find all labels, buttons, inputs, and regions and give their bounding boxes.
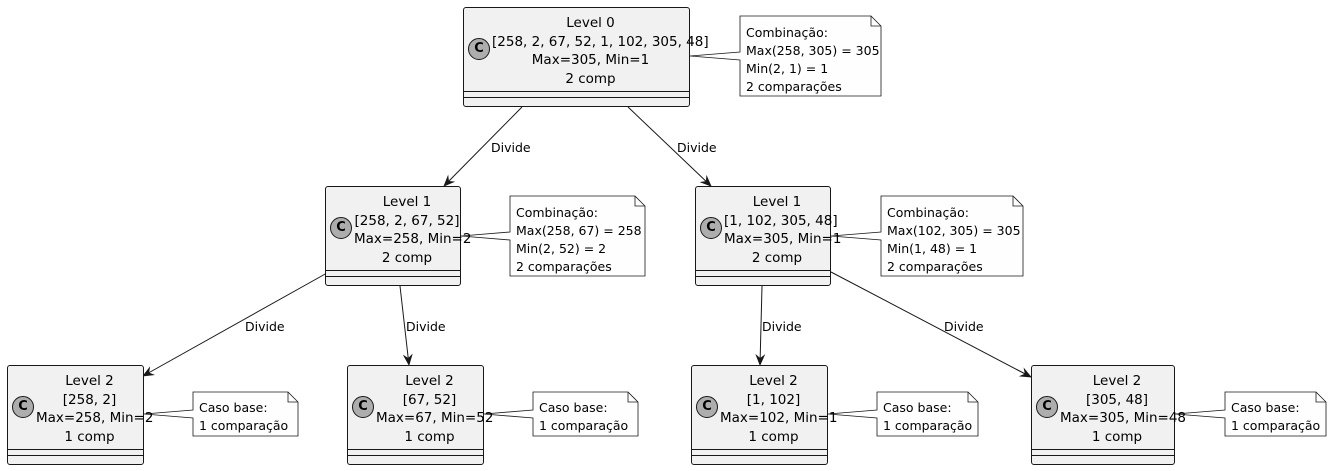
node-title: Level 1 <box>752 194 802 210</box>
class-c-icon: C <box>468 38 490 60</box>
note-fold-corner <box>967 392 978 403</box>
note-level-1-right-combination: Combinação:Max(102, 305) = 305 Min(1, 48… <box>887 205 1021 274</box>
node-array: [305, 48] <box>1085 391 1149 408</box>
divider <box>464 97 689 98</box>
node-level-2-d[interactable]: C Level 2 [305, 48] Max=305, Min=48 1 co… <box>1031 365 1187 465</box>
node-level-0[interactable]: C Level 0 [258, 2, 67, 52, 1, 102, 305, … <box>463 7 709 107</box>
divider <box>1032 455 1174 456</box>
node-title: Level 2 <box>65 373 114 389</box>
node-level-2-c[interactable]: C Level 2 [1, 102] Max=102, Min=1 1 comp <box>691 365 838 465</box>
node-title: Level 2 <box>1092 373 1142 389</box>
node-comparisons: 2 comp <box>381 250 433 267</box>
note-box-level-2-c <box>827 391 979 437</box>
class-c-icon: C <box>1036 396 1058 418</box>
divider <box>464 91 689 92</box>
divider <box>348 449 483 450</box>
edge-label-divide: Divide <box>677 140 717 155</box>
edge-label-divide: Divide <box>406 319 446 334</box>
note-box-level-1-right <box>830 195 1024 277</box>
note-box-level-1-left <box>460 195 646 277</box>
class-c-icon: C <box>700 217 722 239</box>
divider <box>1032 449 1174 450</box>
node-comparisons: 1 comp <box>1091 429 1143 446</box>
node-title: Level 2 <box>749 373 798 389</box>
node-maxmin: Max=258, Min=2 <box>36 410 154 427</box>
note-fold-corner <box>287 392 298 403</box>
note-level-0-combination: Combinação:Max(258, 305) = 305 Min(2, 1)… <box>746 25 880 94</box>
note-box-level-2-a <box>143 391 299 437</box>
node-maxmin: Max=67, Min=52 <box>376 410 494 427</box>
node-maxmin: Max=305, Min=1 <box>724 231 842 248</box>
class-c-icon: C <box>696 396 718 418</box>
note-level-2-c-base-case: Caso base:1 comparação <box>883 400 973 433</box>
note-fold-corner <box>634 196 645 207</box>
node-title: Level 0 <box>566 15 615 31</box>
node-level-1-right[interactable]: C Level 1 [1, 102, 305, 48] Max=305, Min… <box>695 186 842 286</box>
node-comparisons: 2 comp <box>565 71 616 88</box>
arrow-level1-right-to-level2-d <box>830 271 1032 378</box>
note-level-2-d-base-case: Caso base:1 comparação <box>1231 400 1321 433</box>
node-title: Level 2 <box>405 373 454 389</box>
arrow-level1-left-to-level2-a <box>142 272 328 377</box>
node-maxmin: Max=305, Min=1 <box>531 52 650 69</box>
node-array: [258, 2, 67, 52, 1, 102, 305, 48] <box>492 33 709 50</box>
note-fold-corner <box>1315 392 1326 403</box>
note-fold-corner <box>627 392 638 403</box>
edge-label-divide: Divide <box>491 140 531 155</box>
node-maxmin: Max=102, Min=1 <box>720 410 838 427</box>
edge-label-divide: Divide <box>762 319 802 334</box>
node-title: Level 1 <box>382 194 432 210</box>
node-level-1-left[interactable]: C Level 1 [258, 2, 67, 52] Max=258, Min=… <box>325 186 472 286</box>
divider <box>692 455 827 456</box>
node-comparisons: 1 comp <box>404 429 455 446</box>
note-box-level-2-d <box>1174 391 1327 437</box>
edge-label-divide: Divide <box>245 319 285 334</box>
divider <box>8 455 143 456</box>
node-array: [258, 2] <box>62 391 117 408</box>
node-array: [67, 52] <box>402 391 457 408</box>
edge-label-divide: Divide <box>944 319 984 334</box>
divider <box>696 276 830 277</box>
divider <box>326 276 460 277</box>
node-level-2-b[interactable]: C Level 2 [67, 52] Max=67, Min=52 1 comp <box>347 365 494 465</box>
node-array: [258, 2, 67, 52] <box>354 212 460 229</box>
note-box-level-0 <box>689 15 882 97</box>
node-comparisons: 1 comp <box>64 429 115 446</box>
note-level-1-left-combination: Combinação:Max(258, 67) = 258 Min(2, 52)… <box>516 205 642 274</box>
arrow-level1-left-to-level2-b <box>399 285 413 366</box>
arrow-level0-to-level1-left <box>443 106 523 187</box>
class-c-icon: C <box>330 217 352 239</box>
divider <box>696 270 830 271</box>
note-level-2-a-base-case: Caso base:1 comparação <box>199 400 289 433</box>
class-c-icon: C <box>12 396 34 418</box>
node-maxmin: Max=305, Min=48 <box>1060 410 1187 427</box>
arrow-level0-to-level1-right <box>627 106 712 187</box>
note-fold-corner <box>870 16 881 27</box>
note-fold-corner <box>1012 196 1023 207</box>
divider <box>348 455 483 456</box>
note-level-2-b-base-case: Caso base:1 comparação <box>539 400 629 433</box>
divider <box>692 449 827 450</box>
node-comparisons: 2 comp <box>751 250 803 267</box>
node-array: [1, 102, 305, 48] <box>724 212 838 229</box>
node-array: [1, 102] <box>746 391 801 408</box>
node-comparisons: 1 comp <box>748 429 799 446</box>
node-level-2-a[interactable]: C Level 2 [258, 2] Max=258, Min=2 1 comp <box>7 365 154 465</box>
arrow-level1-right-to-level2-c <box>755 285 766 366</box>
divider <box>326 270 460 271</box>
note-box-level-2-b <box>483 391 639 437</box>
node-maxmin: Max=258, Min=2 <box>354 231 472 248</box>
class-c-icon: C <box>352 396 374 418</box>
divider <box>8 449 143 450</box>
